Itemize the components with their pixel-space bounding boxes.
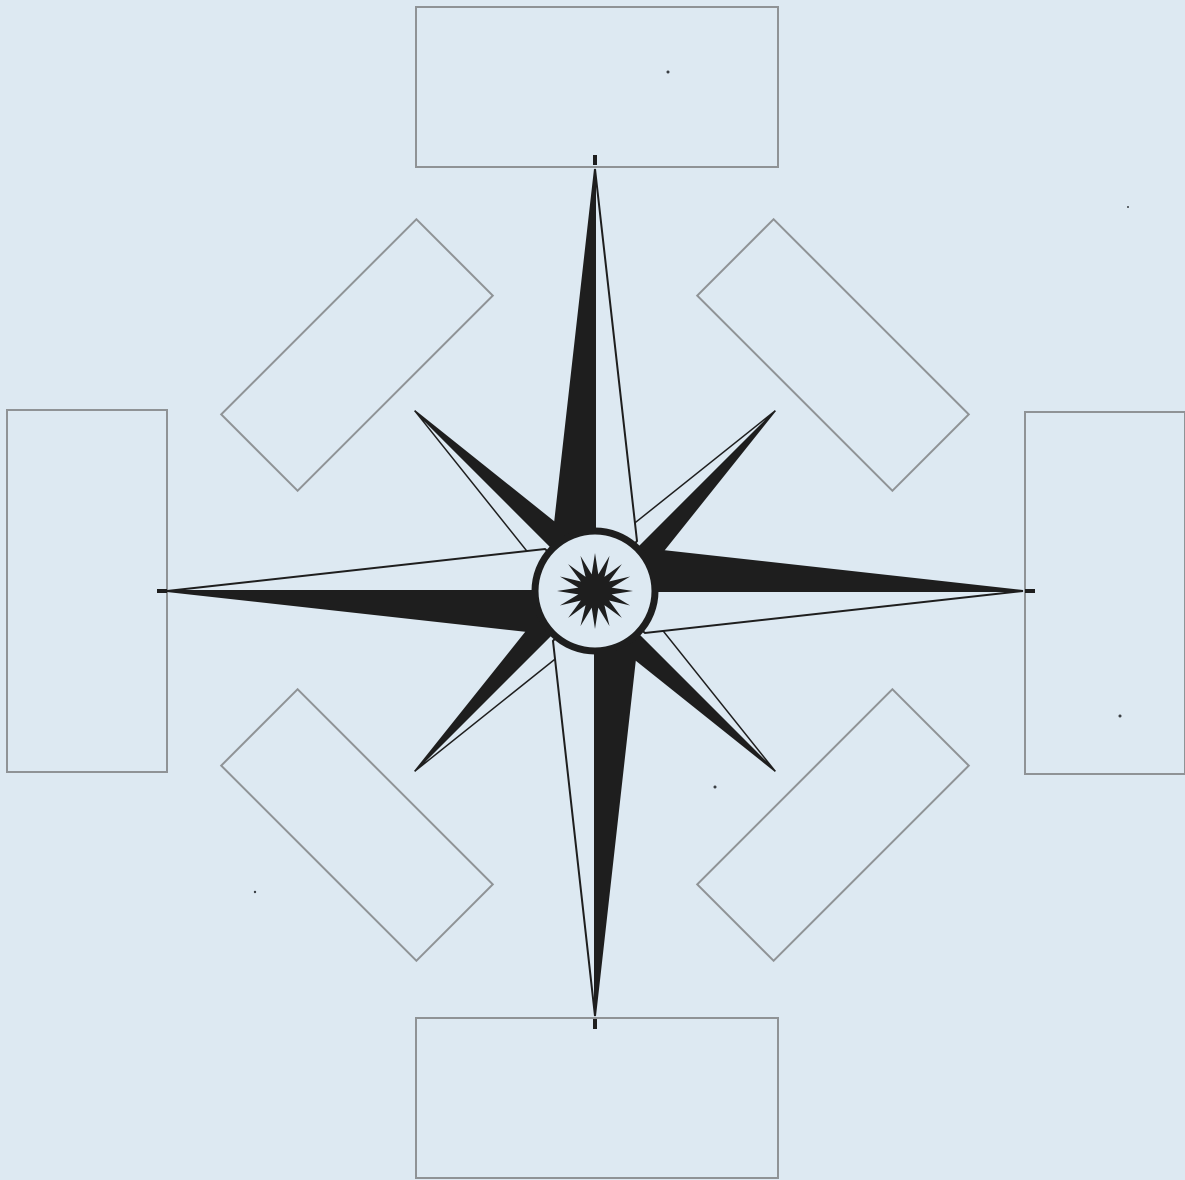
- center-starburst-icon: [557, 553, 633, 629]
